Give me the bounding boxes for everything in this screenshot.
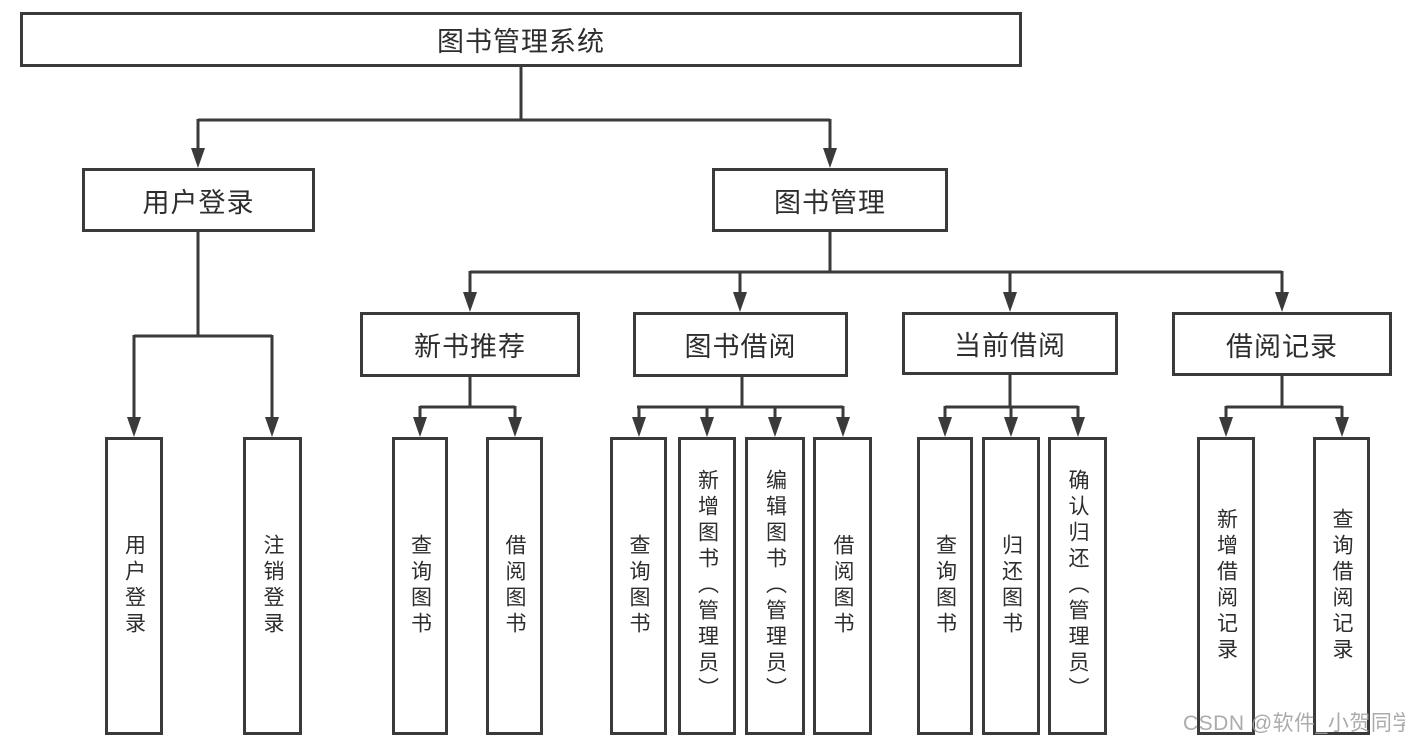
node-label: 查询图书: [408, 534, 432, 638]
node-label: 查询借阅记录: [1330, 508, 1353, 664]
csdn-watermark: CSDN @软件_小贺同学: [1183, 712, 1405, 735]
arrowhead: [632, 417, 646, 437]
node-label: 归还图书: [999, 534, 1023, 638]
arrowhead: [1004, 417, 1018, 437]
node-label: 图书管理: [774, 187, 886, 218]
leaf-borrow-books: 借阅图书: [813, 437, 872, 735]
arrowhead: [463, 292, 477, 312]
leaf-query-books-recommend: 查询图书: [392, 437, 448, 735]
arrowhead: [1071, 417, 1085, 437]
node-label: 确认归还（管理员）: [1066, 469, 1089, 703]
leaf-user-login: 用户登录: [105, 437, 163, 735]
node-label: 借阅图书: [503, 534, 526, 638]
connector-bookmgmt-fork: [468, 232, 1284, 296]
connector-root-to-level2: [196, 67, 832, 152]
leaf-query-books-current: 查询图书: [917, 437, 973, 735]
leaf-return-books: 归还图书: [982, 437, 1040, 735]
node-label: 新增图书（管理员）: [695, 469, 719, 703]
node-borrow-records: 借阅记录: [1172, 312, 1392, 376]
node-label: 借阅记录: [1226, 331, 1338, 362]
arrowheads: [127, 148, 1349, 437]
node-user-login: 用户登录: [82, 168, 315, 232]
node-book-management: 图书管理: [712, 168, 948, 232]
node-label: 新增借阅记录: [1214, 508, 1238, 664]
arrowhead: [508, 417, 522, 437]
node-label: 查询图书: [933, 534, 957, 638]
arrowhead: [700, 417, 714, 437]
node-label: 图书管理系统: [437, 27, 605, 57]
node-label: 图书借阅: [684, 332, 797, 362]
leaf-borrow-books-recommend: 借阅图书: [486, 437, 543, 735]
connector-userlogin-fork: [132, 232, 274, 421]
node-label: 用户登录: [122, 534, 146, 638]
arrowhead: [1219, 417, 1233, 437]
arrowhead: [836, 417, 850, 437]
arrowhead: [191, 148, 205, 168]
arrowhead: [265, 417, 279, 437]
connector-bookborrow-fork: [637, 377, 845, 421]
node-label: 借阅图书: [831, 534, 854, 638]
node-current-borrow: 当前借阅: [902, 312, 1118, 375]
arrowhead: [768, 417, 782, 437]
node-label: 新书推荐: [414, 332, 526, 362]
connector-newbook-fork: [418, 377, 517, 421]
arrowhead: [938, 417, 952, 437]
arrowhead: [1275, 292, 1289, 312]
arrowhead: [1003, 292, 1017, 312]
arrowhead: [733, 292, 747, 312]
connector-currentborrow-fork: [943, 375, 1080, 421]
leaf-edit-books-admin: 编辑图书（管理员）: [745, 437, 805, 735]
arrowhead: [413, 417, 427, 437]
leaf-add-books-admin: 新增图书（管理员）: [678, 437, 736, 735]
node-label: 查询图书: [627, 534, 650, 638]
leaf-query-borrow-record: 查询借阅记录: [1313, 437, 1370, 735]
arrowhead: [823, 148, 837, 168]
leaf-query-books-borrow: 查询图书: [610, 437, 667, 735]
leaf-add-borrow-record: 新增借阅记录: [1197, 437, 1255, 735]
leaf-logout: 注销登录: [243, 437, 302, 735]
node-label: 用户登录: [142, 187, 255, 218]
node-label: 当前借阅: [954, 331, 1066, 361]
node-label: 编辑图书（管理员）: [763, 469, 787, 703]
node-book-borrow: 图书借阅: [633, 312, 848, 377]
node-library-management-system: 图书管理系统: [20, 12, 1022, 67]
connector-records-fork: [1224, 376, 1344, 421]
connector-paths: [132, 67, 1344, 421]
arrowhead: [1335, 417, 1349, 437]
leaf-confirm-return-admin: 确认归还（管理员）: [1048, 437, 1107, 735]
arrowhead: [127, 417, 141, 437]
node-label: 注销登录: [261, 534, 284, 638]
node-new-book-recommend: 新书推荐: [360, 312, 580, 377]
